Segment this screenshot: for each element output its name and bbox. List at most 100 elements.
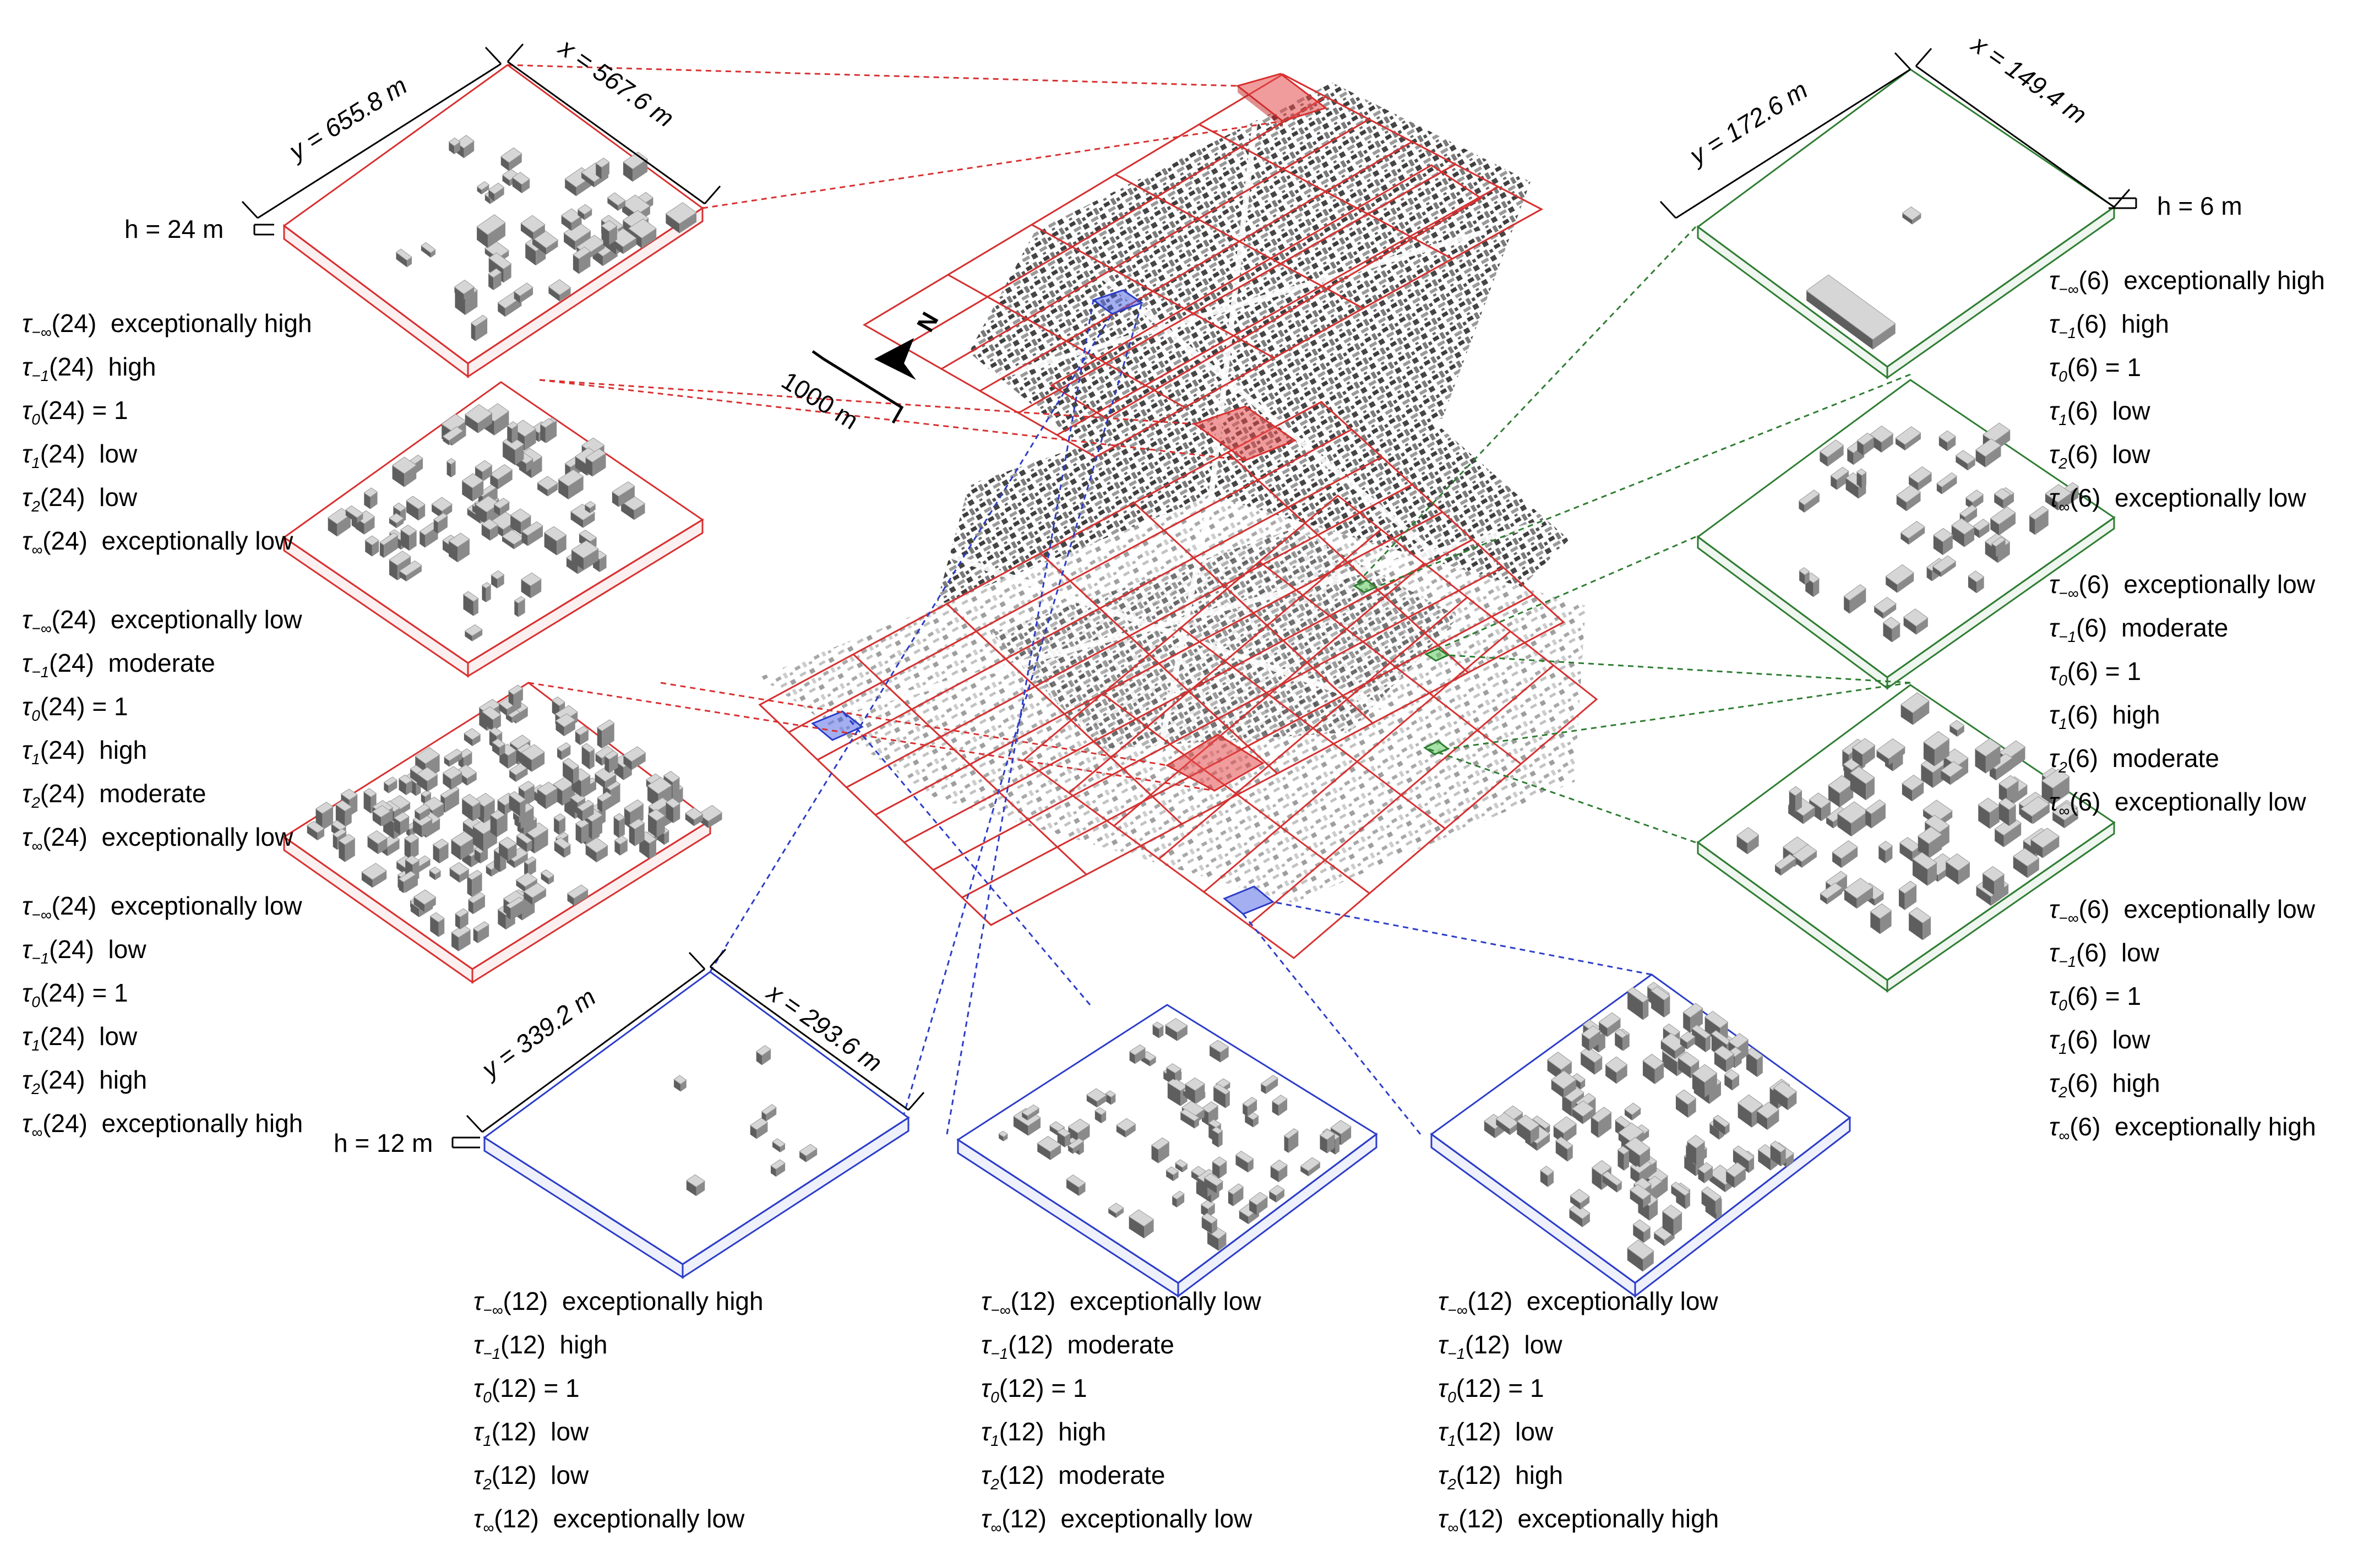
tau-argument: (6) = 1 — [2067, 657, 2142, 686]
indicator-row: τ1(6) low — [2049, 394, 2325, 437]
building — [685, 1174, 706, 1196]
tau-argument: (12) = 1 — [999, 1374, 1087, 1402]
tau-subscript: −1 — [31, 950, 50, 967]
tau-level: low — [2098, 396, 2150, 425]
building — [570, 504, 596, 528]
building — [511, 172, 530, 194]
indicator-row: τ−∞(12) exceptionally high — [473, 1284, 764, 1328]
tau-argument: (12) — [491, 1417, 537, 1446]
building — [1627, 987, 1649, 1020]
building — [607, 192, 626, 211]
building — [1581, 1025, 1601, 1051]
building — [1820, 882, 1843, 905]
building — [584, 501, 596, 514]
tau-symbol: τ — [473, 1330, 483, 1359]
building — [770, 1159, 786, 1177]
indicator-row: τ∞(24) exceptionally low — [22, 524, 312, 567]
building — [1651, 986, 1671, 1018]
building — [493, 498, 510, 516]
tau-subscript: 1 — [2058, 411, 2067, 428]
indicator-row: τ−∞(12) exceptionally low — [981, 1284, 1261, 1328]
building — [1938, 430, 1957, 451]
building — [416, 767, 438, 792]
indicator-row: τ2(6) high — [2049, 1066, 2316, 1109]
building — [394, 812, 410, 835]
tau-argument: (12) — [1458, 1504, 1504, 1533]
building — [1837, 801, 1869, 837]
building — [1923, 731, 1950, 766]
tau-argument: (6) = 1 — [2067, 353, 2142, 382]
building — [548, 279, 571, 302]
indicator-row: τ2(12) low — [473, 1458, 764, 1502]
tau-argument: (12) — [1456, 1461, 1501, 1489]
tau-symbol: τ — [22, 779, 32, 808]
building — [1830, 466, 1849, 490]
tau-symbol: τ — [2049, 483, 2059, 512]
tau-symbol: τ — [22, 649, 32, 677]
building — [2052, 802, 2079, 829]
tau-level: high — [1044, 1417, 1107, 1446]
tau-argument: (6) — [2078, 266, 2110, 295]
tau-symbol: τ — [22, 352, 32, 381]
tau-level: high — [1501, 1461, 1564, 1489]
building — [1614, 1029, 1628, 1051]
tau-level: exceptionally low — [1512, 1287, 1718, 1315]
building — [1068, 1138, 1085, 1154]
building — [1949, 720, 1965, 737]
building — [413, 889, 437, 912]
building — [577, 204, 593, 220]
building — [1174, 1159, 1188, 1173]
building — [1686, 1135, 1706, 1165]
indicator-row: τ2(24) moderate — [22, 776, 302, 820]
building — [1570, 1188, 1590, 1210]
building — [363, 788, 377, 814]
tau-argument: (12) — [999, 1461, 1044, 1489]
inset-blue-2 — [956, 1004, 1378, 1298]
building — [543, 526, 567, 556]
tau-symbol: τ — [2049, 787, 2059, 816]
tau-symbol: τ — [2049, 266, 2059, 295]
tau-subscript: 0 — [31, 707, 40, 724]
building — [1901, 774, 1925, 802]
building — [1990, 506, 2016, 536]
building — [1902, 206, 1922, 225]
tau-argument: (12) — [500, 1330, 546, 1359]
building — [345, 505, 364, 524]
building — [1300, 1157, 1321, 1177]
indicator-row: τ0(12) = 1 — [981, 1371, 1261, 1415]
tau-subscript: 1 — [990, 1432, 999, 1449]
building — [1998, 797, 2017, 826]
building — [585, 837, 608, 863]
map-patch-red-1 — [1235, 73, 1328, 128]
building — [1021, 1104, 1040, 1120]
building — [1164, 1018, 1188, 1041]
building — [761, 1104, 777, 1122]
tau-level: exceptionally high — [548, 1287, 764, 1315]
building — [1213, 1083, 1230, 1108]
building — [1516, 1114, 1540, 1144]
building — [1128, 1209, 1154, 1239]
building — [1917, 826, 1943, 859]
tau-level: exceptionally high — [2109, 266, 2325, 295]
building — [1271, 1095, 1288, 1116]
dim-h-green: h = 6 m — [2157, 192, 2242, 220]
tau-symbol: τ — [2049, 613, 2059, 642]
building — [673, 1075, 687, 1092]
building — [575, 818, 590, 844]
tau-level: exceptionally low — [88, 526, 293, 555]
tau-argument: (6) — [2067, 700, 2099, 729]
indicator-row: τ−1(6) low — [2049, 935, 2316, 979]
indicator-row: τ1(24) low — [22, 1019, 303, 1063]
building — [379, 532, 399, 558]
tau-subscript: ∞ — [31, 837, 43, 855]
building — [1682, 1003, 1703, 1033]
indicator-row: τ−∞(6) exceptionally high — [2049, 263, 2325, 307]
building — [1968, 570, 1985, 594]
tau-symbol: τ — [2049, 1025, 2059, 1054]
building — [476, 181, 490, 195]
tau-symbol: τ — [473, 1504, 483, 1533]
